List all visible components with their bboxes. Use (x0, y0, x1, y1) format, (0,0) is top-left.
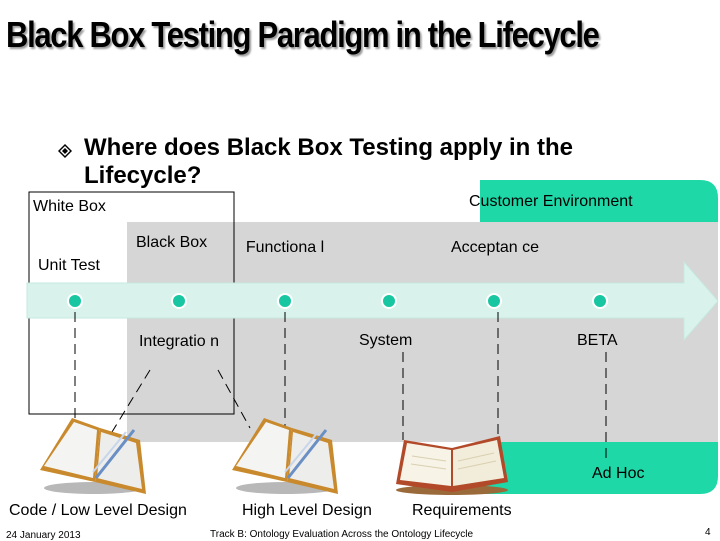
beta-label: BETA (577, 332, 618, 349)
bullet-text: Where does Black Box Testing apply in th… (84, 134, 573, 189)
open-book-icon (396, 436, 508, 495)
page-number: 4 (705, 527, 711, 538)
bullet-diamond-icon (58, 144, 72, 158)
milestone-dots (67, 293, 608, 309)
milestone-dot (67, 293, 83, 309)
lifecycle-arrow (26, 260, 719, 342)
system-label: System (359, 332, 413, 349)
milestone-dot (171, 293, 187, 309)
milestone-dot (486, 293, 502, 309)
milestone-dot (381, 293, 397, 309)
open-book-icon (40, 418, 146, 494)
functional-label: Functiona l (245, 239, 325, 256)
slide-date: 24 January 2013 (6, 530, 81, 541)
unit-test-label: Unit Test (38, 257, 100, 274)
dashed-connectors (74, 312, 607, 460)
requirements-label: Requirements (412, 502, 512, 519)
slide-title: Black Box Testing Paradigm in the Lifecy… (6, 14, 600, 55)
integration-label: Integratio n (138, 333, 220, 350)
black-box-label: Black Box (136, 234, 208, 251)
slide-track: Track B: Ontology Evaluation Across the … (210, 529, 474, 540)
white-box-label: White Box (33, 198, 106, 215)
ad-hoc-label: Ad Hoc (592, 465, 645, 482)
customer-environment-label: Customer Environment (469, 193, 633, 210)
milestone-dot (277, 293, 293, 309)
acceptance-label: Acceptan ce (450, 239, 540, 256)
black-box-panel (127, 222, 718, 442)
high-level-design-label: High Level Design (242, 502, 372, 519)
open-book-icon (232, 418, 338, 494)
code-design-label: Code / Low Level Design (9, 502, 187, 519)
milestone-dot (592, 293, 608, 309)
